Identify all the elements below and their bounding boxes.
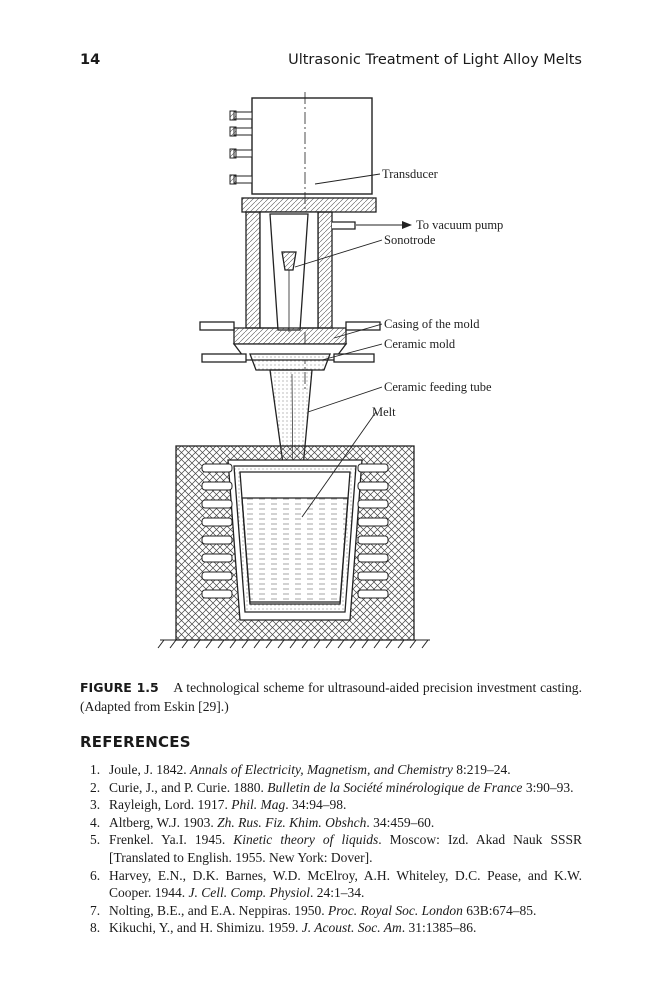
- running-header: 14 Ultrasonic Treatment of Light Alloy M…: [80, 52, 582, 74]
- ground-line: [157, 639, 430, 649]
- reference-item: 8.Kikuchi, Y., and H. Shimizu. 1959. J. …: [90, 920, 477, 936]
- arrowhead: [402, 221, 412, 229]
- reference-item: 1.Joule, J. 1842. Annals of Electricity,…: [90, 762, 511, 777]
- cooling-fittings: [229, 110, 253, 185]
- caption-text: A technological scheme for ultrasound-ai…: [80, 680, 583, 714]
- reference-item: 2.Curie, J., and P. Curie. 1880. Bulleti…: [90, 779, 574, 795]
- furnace: [175, 445, 415, 641]
- induction-coils: [201, 463, 389, 599]
- label-vacuum-pump: To vacuum pump: [416, 218, 503, 232]
- figure-caption: FIGURE 1.5 A technological scheme for ul…: [80, 678, 582, 716]
- reference-item: 7.Nolting, B.E., and E.A. Neppiras. 1950…: [90, 902, 537, 918]
- casting-scheme-figure: Transducer To vacuum pump Sonotrode Casi…: [157, 92, 503, 649]
- mold-casing: [199, 321, 381, 371]
- reference-item: 5.Frenkel. Ya.I. 1945. Kinetic theory of…: [90, 832, 582, 865]
- label-casing: Casing of the mold: [384, 317, 480, 331]
- label-transducer: Transducer: [382, 167, 439, 181]
- leader-lines: [294, 173, 402, 518]
- caption-label: FIGURE 1.5: [80, 680, 159, 695]
- reference-item: 4.Altberg, W.J. 1903. Zh. Rus. Fiz. Khim…: [90, 814, 435, 830]
- label-melt: Melt: [372, 405, 396, 419]
- references-heading: REFERENCES: [80, 733, 191, 751]
- label-feeding-tube: Ceramic feeding tube: [384, 380, 492, 394]
- reference-item: 6.Harvey, E.N., D.K. Barnes, W.D. McElro…: [90, 867, 582, 901]
- running-title: Ultrasonic Treatment of Light Alloy Melt…: [288, 52, 582, 68]
- label-ceramic-mold: Ceramic mold: [384, 337, 456, 351]
- reference-list: 1.Joule, J. 1842. Annals of Electricity,…: [80, 761, 582, 937]
- reference-item: 3.Rayleigh, Lord. 1917. Phil. Mag. 34:94…: [90, 797, 347, 813]
- label-sonotrode: Sonotrode: [384, 233, 436, 247]
- vacuum-chamber: [241, 197, 377, 332]
- page-number: 14: [80, 52, 101, 68]
